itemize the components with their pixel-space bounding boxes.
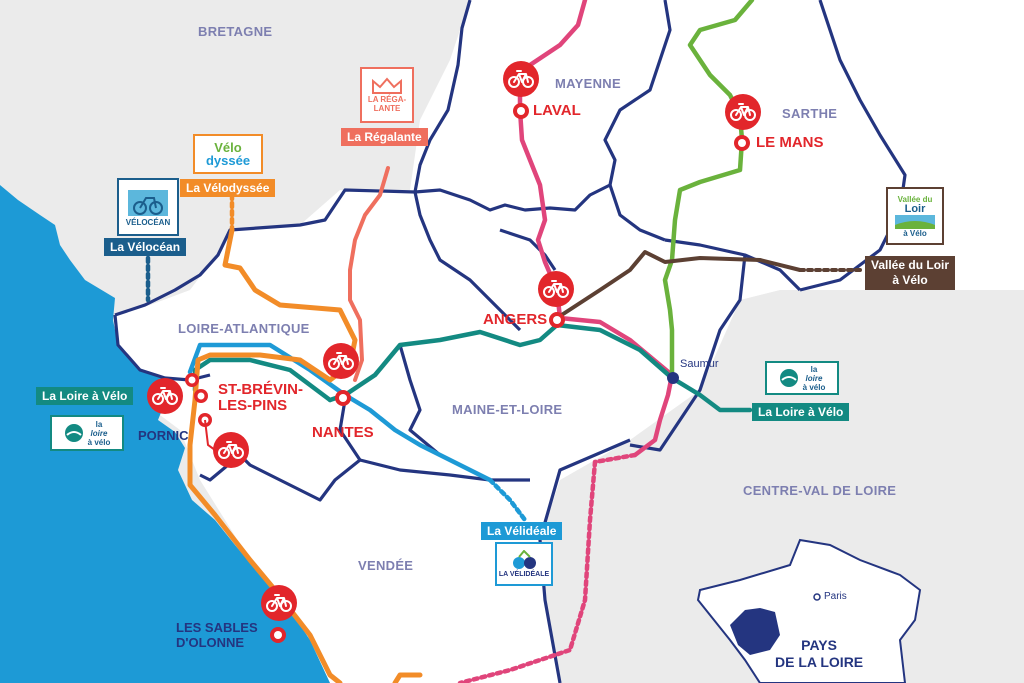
- region-label-vendee: VENDÉE: [358, 558, 414, 573]
- region-label-sarthe: SARTHE: [782, 106, 838, 121]
- city-label-les-sables[interactable]: LES SABLES D'OLONNE: [176, 620, 258, 650]
- logo-velideale: LA VÉLIDÉALE: [495, 542, 553, 586]
- route-green: [662, 0, 755, 378]
- logo-loire-velo-east: la loire à vélo: [765, 361, 839, 395]
- loire-circle-icon: [779, 369, 798, 387]
- landscape-icon: [895, 214, 935, 229]
- logo-regalante: LA RÉGA- LANTE: [360, 67, 414, 123]
- route-tag-vallee-loir[interactable]: Vallée du Loir à Vélo: [865, 256, 956, 290]
- crown-icon: [372, 77, 402, 94]
- logo-vallee-loir: Vallée du Loir à Vélo: [886, 187, 944, 245]
- logo-regalante-top: LA RÉGA-: [367, 95, 407, 104]
- city-label-nantes[interactable]: NANTES: [312, 424, 374, 441]
- route-loire-velo: [327, 322, 753, 413]
- city-markers: [147, 61, 761, 643]
- inset-region-label: PAYS DE LA LOIRE: [775, 637, 864, 670]
- logo-velodyssee-bottom: dyssée: [205, 153, 251, 168]
- logo-loire-velo-3: à vélo: [87, 437, 111, 447]
- city-label-le-mans[interactable]: LE MANS: [756, 134, 824, 151]
- city-label-st-brevin[interactable]: ST-BRÉVIN- LES-PINS: [218, 381, 304, 414]
- logo-vallee-loir-3: à Vélo: [903, 228, 927, 238]
- route-regalante: [348, 166, 390, 382]
- logo-loire-velo-east-1: la: [810, 364, 818, 374]
- route-tag-loire-velo-east[interactable]: La Loire à Vélo: [752, 403, 850, 421]
- cycle-routes: [145, 0, 862, 683]
- route-velodyssee: [187, 227, 358, 683]
- bike-marker-laval[interactable]: [503, 61, 539, 97]
- route-tag-velodyssee[interactable]: La Vélodyssée: [180, 179, 276, 197]
- bike-marker-pornic[interactable]: [147, 378, 183, 414]
- city-label-saumur[interactable]: Saumur: [680, 358, 719, 370]
- route-tag-loire-velo-west[interactable]: La Loire à Vélo: [36, 387, 134, 405]
- logo-velideale-text: LA VÉLIDÉALE: [498, 570, 550, 578]
- route-vallee-loir: [555, 250, 802, 320]
- region-land: [110, 0, 1024, 683]
- logo-velocean: VÉLOCÉAN: [117, 178, 179, 236]
- logo-vallee-loir-2: Loir: [904, 202, 926, 215]
- route-tag-velocean[interactable]: La Vélocéan: [104, 238, 187, 256]
- logo-velocean-text: VÉLOCÉAN: [125, 217, 171, 227]
- department-borders: [113, 0, 907, 683]
- bike-marker-st-brevin[interactable]: [213, 432, 249, 468]
- bike-marker-le-mans[interactable]: [725, 94, 761, 130]
- route-tag-regalante[interactable]: La Régalante: [341, 128, 428, 146]
- logo-vallee-loir-1: Vallée du: [897, 194, 933, 204]
- city-label-angers[interactable]: ANGERS: [483, 311, 548, 328]
- route-velideale-dotted: [487, 477, 528, 523]
- logo-loire-velo-1: la: [95, 419, 103, 429]
- logo-loire-velo-east-3: à vélo: [802, 382, 826, 392]
- region-label-centre-val-de-loire: CENTRE-VAL DE LOIRE: [743, 483, 897, 498]
- region-label-maine-et-loire: MAINE-ET-LOIRE: [452, 402, 563, 417]
- logo-regalante-bottom: LANTE: [373, 104, 401, 113]
- city-label-laval[interactable]: LAVAL: [533, 102, 581, 119]
- route-pink-dotted: [457, 452, 638, 683]
- logo-velodyssee: Vélo dyssée: [193, 134, 263, 174]
- loire-circle-icon: [64, 424, 83, 442]
- bike-marker-nantes[interactable]: [323, 343, 359, 379]
- route-velideale: [187, 342, 493, 483]
- region-label-mayenne: MAYENNE: [555, 76, 621, 91]
- france-inset: [696, 538, 922, 683]
- logo-velodyssee-top: Vélo: [214, 140, 242, 155]
- city-label-paris: Paris: [824, 591, 847, 602]
- region-label-loire-atlantique: LOIRE-ATLANTIQUE: [178, 321, 310, 336]
- bike-marker-les-sables[interactable]: [261, 585, 297, 621]
- cherries-icon: [513, 549, 536, 569]
- ocean: [0, 185, 330, 683]
- region-label-bretagne: BRETAGNE: [198, 24, 273, 39]
- logo-loire-velo-east-2: loire: [805, 373, 823, 383]
- bike-marker-angers[interactable]: [538, 271, 574, 307]
- bicycle-icon: [128, 189, 168, 216]
- route-tag-velideale[interactable]: La Vélidéale: [481, 522, 563, 540]
- logo-loire-velo-west: la loire à vélo: [50, 415, 124, 451]
- city-label-pornic[interactable]: PORNIC: [138, 428, 189, 443]
- logo-loire-velo-2: loire: [90, 428, 108, 438]
- saumur-marker: [667, 372, 679, 384]
